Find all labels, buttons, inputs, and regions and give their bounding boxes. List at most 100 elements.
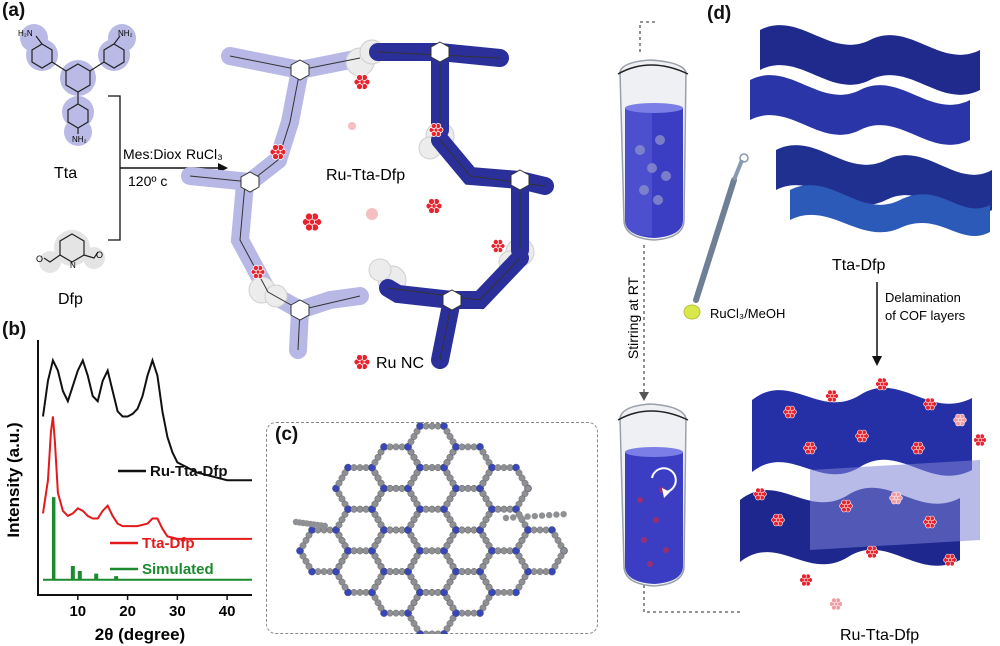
carbon-atom <box>371 500 379 508</box>
carbon-atom <box>410 433 418 440</box>
carbon-atom <box>557 542 565 550</box>
carbon-atom <box>538 512 546 519</box>
carbon-atom <box>479 562 487 570</box>
panel-a-scheme: H₂N NH₂ NH₂ Tta N O O Dfp Mes:Diox RuCl₃… <box>18 24 554 372</box>
panel-label-b: (b) <box>2 319 27 340</box>
carbon-atom <box>518 578 526 586</box>
carbon-atom <box>305 562 313 570</box>
nitrogen-atom <box>296 547 304 555</box>
carbon-atom <box>428 547 436 555</box>
atom-label-n: N <box>70 261 76 270</box>
carbon-atom <box>374 557 382 565</box>
xrd-series-simulated <box>42 497 252 581</box>
carbon-atom <box>458 526 466 534</box>
carbon-atom <box>542 568 550 576</box>
carbon-atom <box>524 485 532 492</box>
nitrogen-atom <box>476 526 484 534</box>
carbon-atom <box>458 485 466 492</box>
nitrogen-atom <box>344 547 352 555</box>
carbon-atom <box>356 588 364 596</box>
carbon-atom <box>494 547 502 555</box>
xrd-axes <box>37 340 252 596</box>
ru-nanocluster <box>911 441 925 455</box>
nitrogen-atom <box>452 609 460 617</box>
delamination-label-2: of COF layers <box>885 308 966 323</box>
carbon-atom <box>428 422 436 430</box>
panel-label-d: (d) <box>707 3 732 24</box>
carbon-atom <box>350 505 358 513</box>
carbon-atom <box>557 552 565 560</box>
carbon-atom <box>428 464 436 471</box>
carbon-atom <box>413 625 421 633</box>
ru-nanocluster <box>889 491 903 505</box>
xrd-legend-label: Simulated <box>142 561 214 578</box>
carbon-atom <box>494 505 502 513</box>
nitrogen-atom <box>452 443 460 451</box>
carbon-atom <box>392 568 400 576</box>
cof-layers-stack <box>750 25 992 237</box>
nitrogen-atom <box>416 547 424 555</box>
carbon-atom <box>350 547 358 555</box>
stirring-label: Stirring at RT <box>625 276 641 359</box>
carbon-atom <box>464 609 472 617</box>
nitrogen-atom <box>452 567 460 576</box>
nitrogen-atom <box>344 505 352 513</box>
carbon-atom <box>482 516 490 524</box>
panel-label-c: (c) <box>275 424 299 445</box>
carbon-atom <box>443 459 451 466</box>
carbon-atom <box>518 495 526 503</box>
carbon-atom <box>338 557 346 565</box>
ru-nanocluster <box>829 597 843 611</box>
carbon-atom <box>458 443 466 451</box>
carbon-atom <box>371 459 379 466</box>
nitrogen-atom <box>332 526 340 534</box>
carbon-atom <box>554 557 562 565</box>
nitrogen-atom <box>416 463 424 472</box>
carbon-atom <box>482 453 490 461</box>
panel-c-structure <box>292 422 568 634</box>
ru-nanocluster <box>855 429 869 443</box>
nitrogen-atom <box>476 567 484 576</box>
carbon-atom <box>392 526 400 534</box>
ru-nanocluster <box>953 413 967 427</box>
nitrogen-atom <box>416 588 424 597</box>
carbon-atom <box>500 505 508 513</box>
carbon-atom <box>482 537 490 544</box>
carbon-atom <box>410 495 418 503</box>
conditions-solvent: Mes:Diox <box>123 146 181 162</box>
carbon-atom <box>482 495 490 503</box>
conditions-temperature: 120º c <box>128 173 167 189</box>
reagent-label: RuCl₃/MeOH <box>710 306 785 321</box>
ru-nanocluster <box>923 515 937 529</box>
carbon-atom <box>515 542 523 550</box>
xrd-x-tick-label: 20 <box>119 603 136 620</box>
carbon-atom <box>374 516 382 524</box>
carbon-atom <box>356 464 364 471</box>
nitrogen-atom <box>524 526 532 534</box>
carbon-atom <box>410 474 418 482</box>
carbon-atom <box>443 542 451 550</box>
carbon-atom <box>410 453 418 461</box>
carbon-atom <box>446 474 454 482</box>
carbon-atom <box>422 505 430 513</box>
nitrogen-atom <box>548 526 556 534</box>
carbon-atom <box>422 464 430 471</box>
carbon-atom <box>446 599 454 607</box>
carbon-atom <box>531 512 538 520</box>
nitrogen-atom <box>512 547 520 555</box>
ru-nanocluster <box>943 553 957 567</box>
carbon-atom <box>350 464 358 471</box>
ru-nanocluster <box>783 405 797 419</box>
carbon-atom <box>446 557 454 565</box>
carbon-atom <box>518 537 526 544</box>
carbon-atom <box>335 479 343 487</box>
carbon-atom <box>458 568 466 576</box>
carbon-atom <box>560 547 568 555</box>
tta-dfp-label: Tta-Dfp <box>832 257 885 274</box>
ru-nanocluster <box>799 573 813 587</box>
nitrogen-atom <box>416 422 424 430</box>
nitrogen-atom <box>368 547 376 555</box>
carbon-atom <box>320 568 328 576</box>
nitrogen-atom <box>368 505 376 513</box>
carbon-atom <box>392 485 400 492</box>
